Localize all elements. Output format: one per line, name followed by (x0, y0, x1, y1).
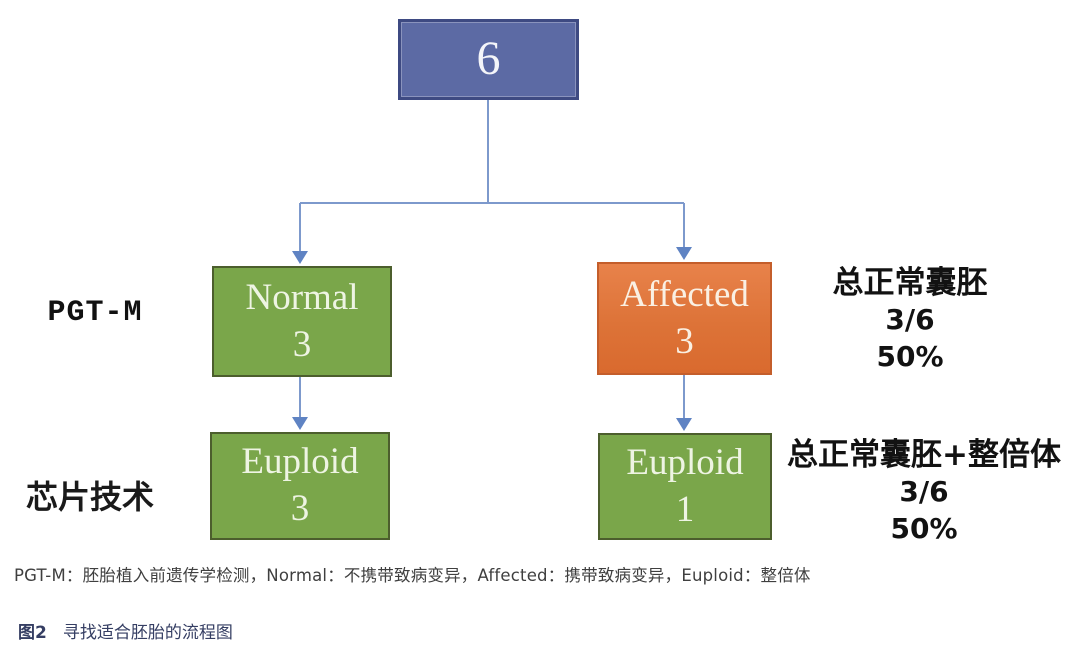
node-label: Normal (245, 276, 359, 318)
node-value: 3 (675, 320, 694, 362)
arrowhead-to-euploid-right (676, 418, 692, 431)
annotation-percent: 50% (890, 511, 958, 545)
arrowhead-to-affected (676, 247, 692, 260)
node-total-embryos: 6 (398, 19, 579, 100)
annotation-normal-total: 总正常囊胚 3/6 50% (795, 266, 1025, 373)
node-label: Euploid (241, 441, 359, 483)
abbreviation-legend: PGT-M：胚胎植入前遗传学检测，Normal：不携带致病变异，Affected… (14, 566, 811, 585)
node-value: 3 (290, 488, 310, 529)
row-label-pgt-m: PGT-M (47, 296, 143, 330)
row-label-chip-technology: 芯片技术 (25, 478, 154, 516)
annotation-title: 总正常囊胚+整倍体 (787, 437, 1061, 473)
annotation-percent: 50% (876, 339, 944, 373)
node-value: 1 (675, 488, 695, 530)
annotation-title: 总正常囊胚 (832, 265, 988, 301)
node-euploid-left: Euploid 3 (210, 432, 390, 540)
node-euploid-right: Euploid 1 (598, 433, 772, 540)
annotation-fraction: 3/6 (899, 475, 949, 509)
arrowhead-to-normal (292, 251, 308, 264)
node-label: Euploid (626, 441, 744, 483)
arrowhead-to-euploid-left (292, 417, 308, 430)
annotation-euploid-total: 总正常囊胚+整倍体 3/6 50% (768, 438, 1080, 545)
figure-title: 寻找适合胚胎的流程图 (62, 623, 233, 643)
figure-number: 图2 (18, 623, 47, 643)
figure-caption: 图2 寻找适合胚胎的流程图 (18, 618, 233, 643)
node-value: 3 (292, 323, 312, 365)
annotation-fraction: 3/6 (885, 303, 935, 337)
node-affected: Affected 3 (597, 262, 772, 375)
node-value: 6 (476, 32, 501, 86)
node-label: Affected (620, 273, 749, 315)
node-normal: Normal 3 (212, 266, 392, 377)
